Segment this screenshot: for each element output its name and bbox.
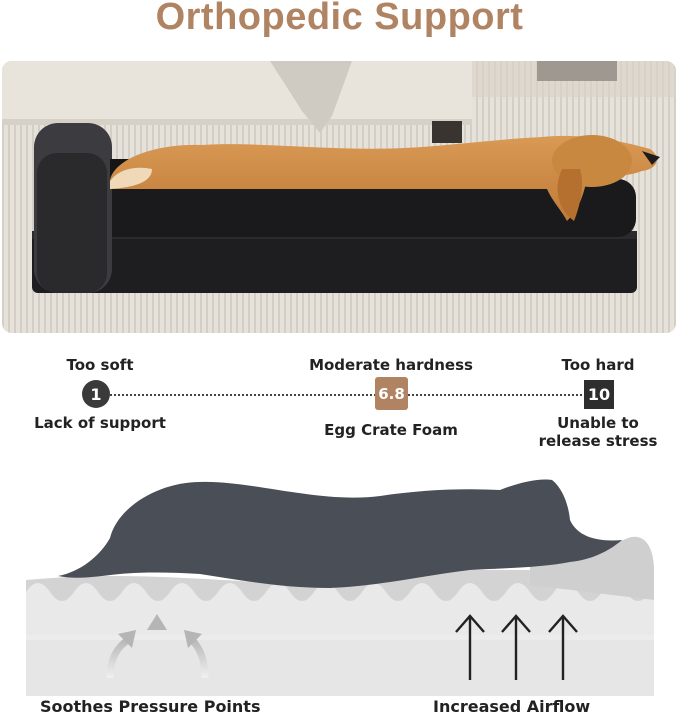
- scale-min-value: 1: [90, 384, 102, 404]
- pressure-arrows-icon: [106, 628, 209, 688]
- foam-diagram: [0, 460, 679, 700]
- page-title: Orthopedic Support: [155, 0, 524, 38]
- scale-dotted-line-right: [408, 394, 586, 396]
- scale-right-description-line1: Unable to: [557, 414, 639, 432]
- dog-bed-photo-illustration: [2, 61, 676, 333]
- scale-max-value: 10: [587, 385, 611, 404]
- scale-middle-label: Moderate hardness: [309, 356, 473, 374]
- airflow-arrows-icon: [455, 614, 578, 680]
- scale-current-value: 6.8: [378, 384, 405, 403]
- product-photo: [2, 61, 676, 333]
- scale-right-label: Too hard: [561, 356, 635, 374]
- scale-dotted-line-left: [110, 394, 376, 396]
- scale-min-badge: 1: [82, 380, 110, 408]
- scale-max-badge: 10: [584, 380, 614, 409]
- pressure-points-caption: Soothes Pressure Points: [40, 697, 261, 716]
- foam-cross-section-illustration: [26, 479, 654, 696]
- scale-left-description: Lack of support: [34, 414, 166, 432]
- airflow-caption: Increased Airflow: [433, 697, 591, 716]
- dog-silhouette: [58, 479, 622, 588]
- scale-current-badge: 6.8: [375, 377, 408, 410]
- scale-middle-description: Egg Crate Foam: [324, 421, 458, 439]
- scale-left-label: Too soft: [66, 356, 134, 374]
- scale-right-description-line2: release stress: [538, 432, 658, 450]
